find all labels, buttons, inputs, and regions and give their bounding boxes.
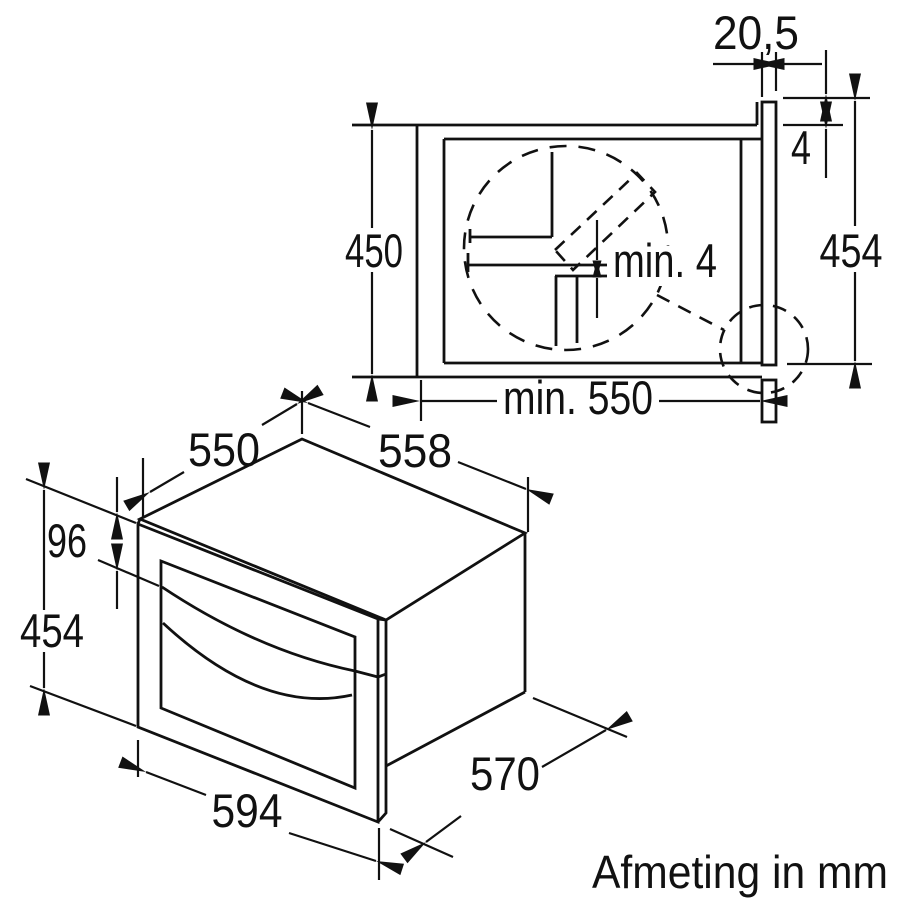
extension-line — [532, 696, 628, 739]
extension-line — [97, 558, 160, 588]
dim-top-overlap: 4 — [783, 50, 870, 178]
dim-niche-height: 450 — [344, 102, 404, 402]
dimension-line-b — [457, 460, 554, 505]
dimension-line-b — [288, 831, 405, 876]
dim-body-depth: 570 — [389, 696, 633, 864]
front-width-label: 594 — [212, 784, 283, 837]
body-depth-label: 570 — [470, 747, 540, 800]
extension-line — [29, 684, 137, 728]
front-height-label: 454 — [20, 604, 84, 657]
dimension-line-a — [400, 815, 462, 864]
top-overlap-label: 4 — [791, 121, 811, 174]
top-depth-label: 550 — [188, 423, 260, 476]
door-handle-curve-upper — [161, 585, 387, 679]
niche-depth-label: min. 550 — [503, 371, 653, 424]
body-width-label: 558 — [378, 424, 452, 477]
magnifier-source-circle — [718, 303, 810, 395]
rear-clearance-detail: min. 4 — [462, 144, 810, 395]
dimension-line-b — [541, 711, 633, 768]
magnifier-connector — [656, 293, 725, 332]
dimension-line-b — [261, 384, 324, 426]
control-panel-height-label: 96 — [47, 514, 87, 567]
door-inner-outline — [159, 558, 357, 791]
frame-overhang-label: 20,5 — [713, 6, 799, 59]
dim-front-height: 454 — [14, 462, 137, 728]
dimension-line-a — [280, 387, 371, 429]
dim-body-width: 558 — [280, 387, 554, 532]
dim-niche-depth: min. 550 — [392, 371, 788, 424]
units-caption: Afmeting in mm — [592, 846, 888, 898]
dim-frame-overhang: 20,5 — [713, 6, 822, 97]
dimension-line-a — [118, 756, 207, 797]
dim-front-width: 594 — [118, 740, 405, 880]
back-panel-cutout-strip — [553, 171, 657, 272]
rear-clearance-label: min. 4 — [613, 234, 717, 287]
dim-top-depth: 550 — [123, 384, 324, 518]
front-frame-bar-lower — [760, 378, 778, 424]
oven-isometric-view: 550 558 96 454 — [14, 384, 633, 880]
niche-height-label: 450 — [345, 224, 403, 277]
body-bottom-edge — [385, 690, 526, 768]
appliance-front-height-label: 454 — [820, 224, 883, 277]
dim-appliance-front-height: 454 — [787, 73, 885, 389]
dimension-line-a — [123, 471, 185, 512]
panel-corner-step — [136, 518, 142, 525]
front-frame-bar — [760, 100, 778, 367]
door-handle-curve-lower — [162, 621, 353, 700]
extension-line — [389, 827, 454, 859]
niche-section-view: min. 4 450 20,5 4 454 — [344, 6, 885, 424]
